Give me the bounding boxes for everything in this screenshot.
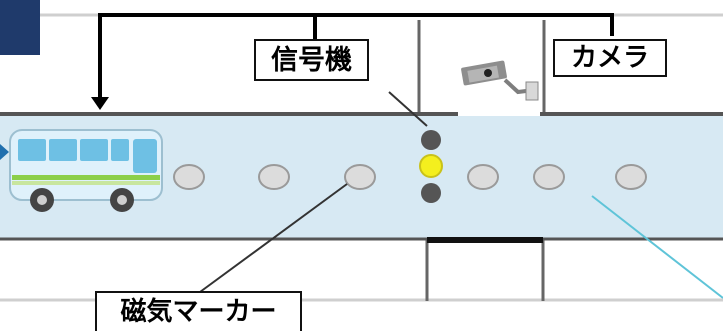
magnetic-marker-icon — [258, 164, 290, 190]
magnetic-marker-icon — [467, 164, 499, 190]
marker-leader-line — [199, 183, 348, 293]
camera-icon — [458, 36, 540, 116]
magnetic-marker-icon — [344, 164, 376, 190]
magnetic-marker-icon — [173, 164, 205, 190]
teal-leader-line — [591, 195, 723, 299]
camera-label: カメラ — [553, 39, 667, 77]
pointer-arrow — [0, 144, 9, 160]
magnetic-marker-label: 磁気マーカー — [95, 291, 302, 331]
magnetic-marker-icon — [615, 164, 647, 190]
corner-block — [0, 0, 40, 55]
magnetic-markers — [173, 164, 647, 190]
bus-icon — [9, 129, 163, 212]
signal-label: 信号機 — [254, 39, 369, 81]
magnetic-marker-icon — [533, 164, 565, 190]
bracket-connector — [91, 13, 614, 110]
traffic-signal-icon — [388, 91, 443, 203]
